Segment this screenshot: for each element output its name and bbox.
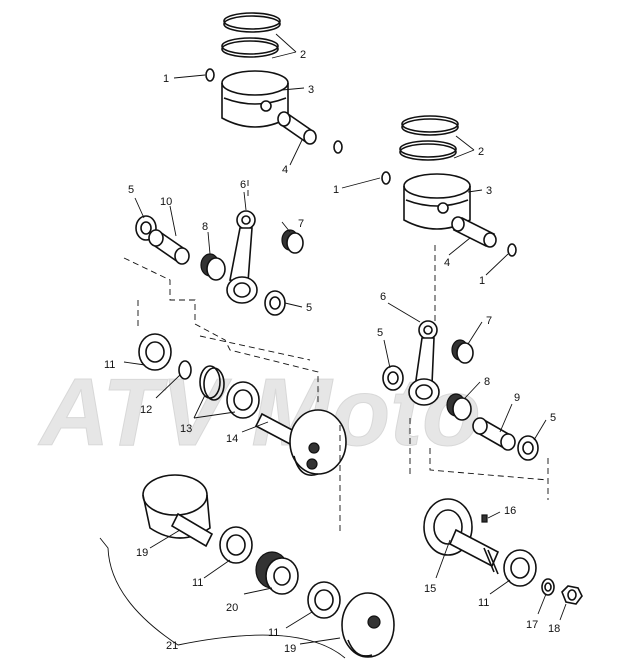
- piston-rings-left: [221, 12, 281, 58]
- wrist-pin-right: [451, 216, 497, 248]
- callout-6-left: 6: [240, 179, 246, 191]
- callout-3-top-left: 3: [308, 84, 314, 96]
- callout-12: 12: [140, 404, 152, 416]
- piston-clip-right-1: [381, 171, 391, 185]
- needle-bearing-right-lower: [446, 393, 472, 421]
- callout-5-right-lower: 5: [550, 412, 556, 424]
- piston-rings-right: [399, 115, 459, 161]
- crankshaft-half-left: [254, 409, 347, 476]
- circlip-pair: [199, 365, 225, 401]
- callout-21: 21: [166, 640, 178, 652]
- needle-bearing-left-upper: [281, 229, 304, 254]
- piston-clip-right-2: [507, 243, 517, 257]
- thrust-washer-right-2: [517, 435, 539, 461]
- callout-2-top-left: 2: [300, 49, 306, 61]
- main-bearing-left-2: [226, 381, 260, 419]
- needle-bearing-left-lower: [200, 253, 226, 281]
- callout-10: 10: [160, 196, 172, 208]
- callout-11-left-upper: 11: [104, 359, 115, 371]
- needle-bearing-right-upper: [451, 339, 474, 364]
- watermark-logo: ATV Moto: [38, 359, 481, 466]
- callout-17: 17: [526, 619, 538, 631]
- crank-pin-left: [148, 229, 190, 265]
- thrust-washer-right-1: [382, 365, 404, 391]
- callout-7-right: 7: [486, 315, 492, 327]
- callout-5-left-lower: 5: [306, 302, 312, 314]
- callout-1-right: 1: [479, 275, 485, 287]
- callout-16: 16: [504, 505, 516, 517]
- main-bearing-bottom-2: [307, 581, 341, 619]
- leader-lines: [99, 33, 567, 659]
- callout-5-left-upper: 5: [128, 184, 134, 196]
- main-bearing-left-1: [138, 333, 172, 371]
- callout-1-top-left: 1: [163, 73, 169, 85]
- callout-15: 15: [424, 583, 436, 595]
- crankshaft-half-right: [423, 498, 500, 575]
- piston-left: [221, 70, 289, 128]
- main-bearing-bottom-1: [219, 526, 253, 564]
- crank-flywheel-bottom-left: [142, 474, 211, 539]
- callout-2-top-right: 2: [478, 146, 484, 158]
- center-bearing: [255, 551, 299, 595]
- callout-5-right-upper: 5: [377, 327, 383, 339]
- wrist-pin-left: [277, 111, 317, 145]
- callout-19-left: 19: [136, 547, 148, 559]
- callout-11-right: 11: [478, 597, 489, 609]
- callout-7-left: 7: [298, 218, 304, 230]
- callout-8-right: 8: [484, 376, 490, 388]
- key-16: [481, 514, 488, 523]
- crankshaft-half-bottom: [341, 592, 395, 658]
- callout-4-top-left: 4: [282, 164, 288, 176]
- piston-clip-left-2: [333, 140, 343, 154]
- assembly-lines: [123, 180, 549, 535]
- snap-ring-left: [178, 360, 192, 380]
- callout-6-right: 6: [380, 291, 386, 303]
- connecting-rod-right: [408, 320, 440, 406]
- callout-19-bottom: 19: [284, 643, 296, 655]
- callout-1-mid: 1: [333, 184, 339, 196]
- crank-pin-right: [472, 417, 516, 451]
- callout-13: 13: [180, 423, 192, 435]
- thrust-washer-left-2: [264, 290, 286, 316]
- callout-11-bottom-2: 11: [268, 627, 279, 639]
- piston-right: [403, 173, 471, 230]
- callout-8-left: 8: [202, 221, 208, 233]
- callout-14: 14: [226, 433, 238, 445]
- nut-18: [561, 585, 583, 605]
- callout-11-bottom-1: 11: [192, 577, 203, 589]
- callout-20: 20: [226, 602, 238, 614]
- callout-3-top-right: 3: [486, 185, 492, 197]
- washer-17: [541, 578, 555, 596]
- callout-labels: 2 3 1 4 2 3 1 4 1 5 10 6 7 8 5 6 7 5 8 9…: [104, 49, 560, 655]
- callout-18: 18: [548, 623, 560, 635]
- main-bearing-right: [503, 549, 537, 587]
- piston-clip-left-1: [205, 68, 215, 82]
- callout-9: 9: [514, 392, 520, 404]
- callout-4-right: 4: [444, 257, 450, 269]
- connecting-rod-left: [226, 210, 258, 304]
- crank-shaft-bottom: [170, 512, 214, 548]
